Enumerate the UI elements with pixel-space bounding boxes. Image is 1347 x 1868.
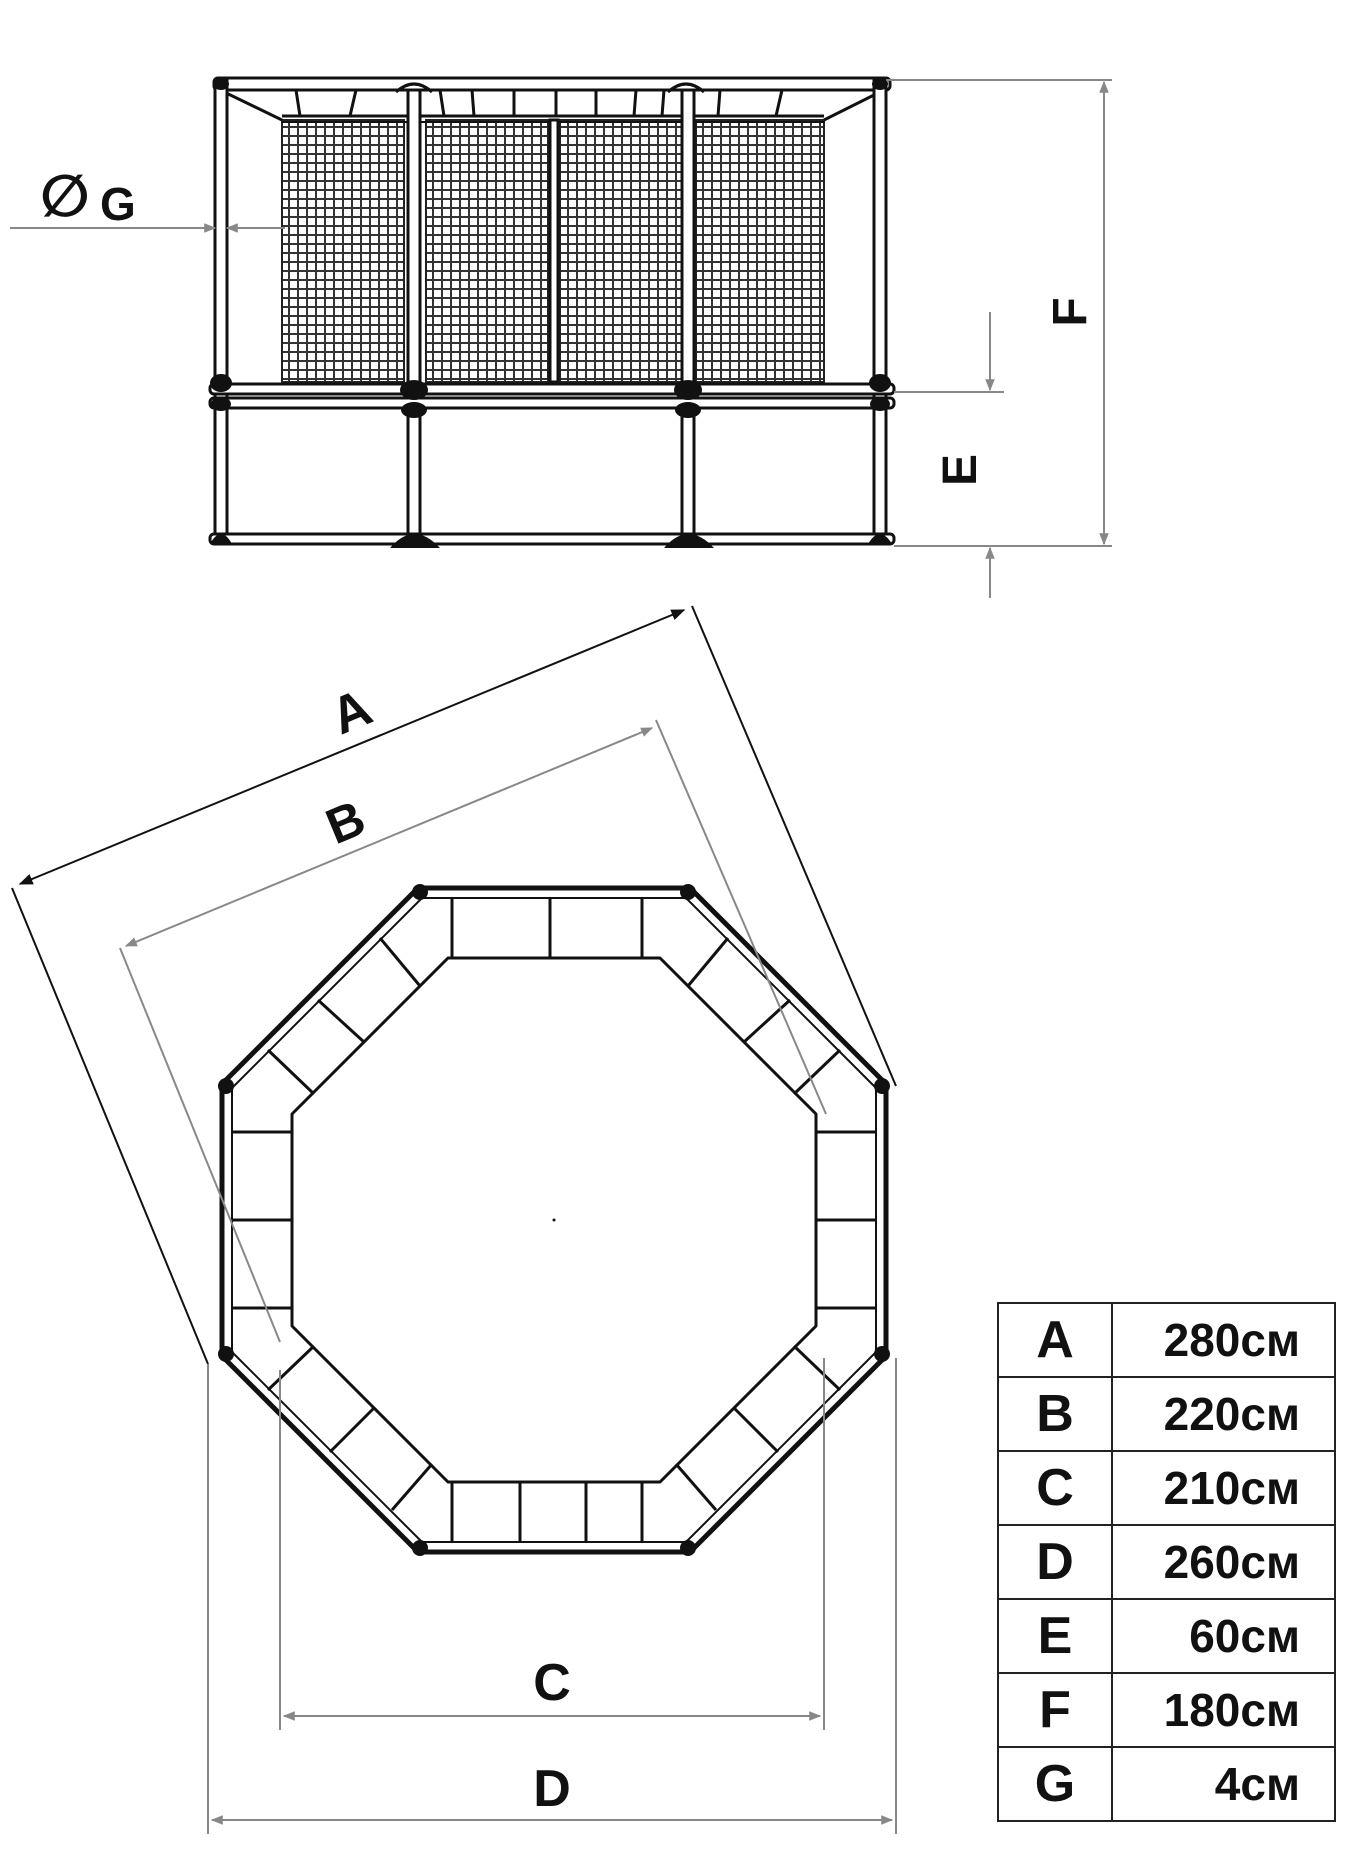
spec-value: 180см xyxy=(1111,1672,1336,1748)
spec-key: C xyxy=(997,1450,1113,1526)
dimension-g: ∅ G xyxy=(10,164,285,233)
mat-frame xyxy=(208,382,896,546)
diameter-icon: ∅ xyxy=(40,164,90,229)
dimension-a: A xyxy=(11,605,897,1365)
spec-key: B xyxy=(997,1376,1113,1452)
spec-key: F xyxy=(997,1672,1113,1748)
dimension-f: F xyxy=(886,79,1112,547)
spec-key: E xyxy=(997,1598,1113,1674)
spec-value: 210см xyxy=(1111,1450,1336,1526)
label-c: C xyxy=(533,1654,571,1712)
label-d: D xyxy=(533,1760,571,1818)
spec-key: G xyxy=(997,1746,1113,1822)
side-view: ∅ G F E xyxy=(10,76,1112,598)
spec-value: 60см xyxy=(1111,1598,1336,1674)
table-row: C 210см xyxy=(997,1450,1336,1526)
spec-value: 260см xyxy=(1111,1524,1336,1600)
label-e: E xyxy=(934,454,987,486)
spec-key: D xyxy=(997,1524,1113,1600)
top-view: A B C D xyxy=(11,605,897,1834)
safety-net xyxy=(281,119,825,383)
spec-value: 220см xyxy=(1111,1376,1336,1452)
label-g: G xyxy=(100,178,136,230)
dimension-b: B xyxy=(119,719,827,1343)
label-a: A xyxy=(323,678,380,746)
spec-value: 280см xyxy=(1111,1302,1336,1378)
label-b: B xyxy=(318,790,373,856)
dimension-e: E xyxy=(894,312,1004,598)
spec-value: 4см xyxy=(1111,1746,1336,1822)
dimension-c: C xyxy=(279,1358,825,1730)
table-row: B 220см xyxy=(997,1376,1336,1452)
table-row: A 280см xyxy=(997,1302,1336,1378)
dimension-d: D xyxy=(207,1358,897,1834)
table-row: D 260см xyxy=(997,1524,1336,1600)
joints xyxy=(210,78,892,548)
table-row: G 4см xyxy=(997,1746,1336,1822)
label-f: F xyxy=(1044,297,1097,326)
table-row: E 60см xyxy=(997,1598,1336,1674)
dimension-table: A 280см B 220см C 210см D 260см E 60см F… xyxy=(997,1302,1336,1822)
table-row: F 180см xyxy=(997,1672,1336,1748)
top-frame xyxy=(212,76,892,123)
spec-key: A xyxy=(997,1302,1113,1378)
